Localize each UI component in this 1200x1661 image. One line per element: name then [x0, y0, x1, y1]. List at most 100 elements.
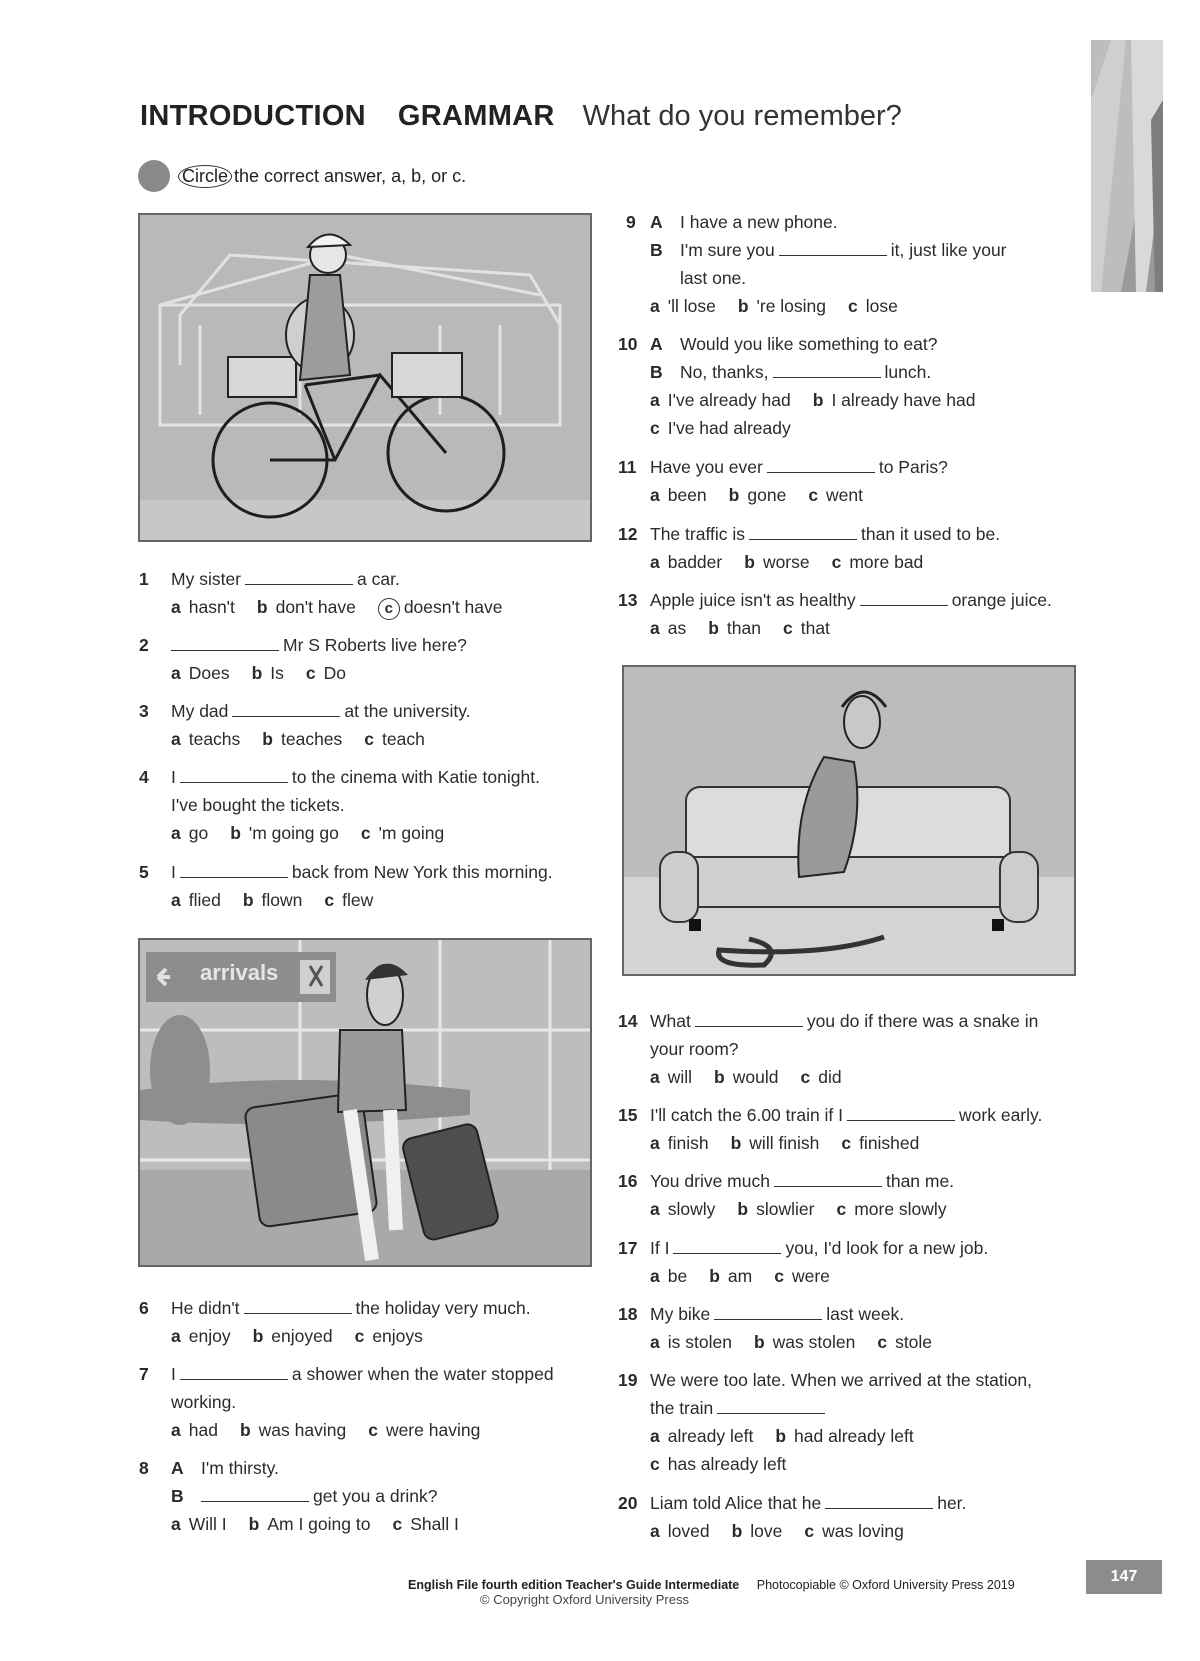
- option-a[interactable]: Will I: [188, 1514, 227, 1534]
- option-b[interactable]: was having: [258, 1420, 347, 1440]
- option-c[interactable]: teach: [382, 729, 425, 749]
- option-c[interactable]: lose: [865, 296, 898, 316]
- option-a[interactable]: slowly: [667, 1199, 716, 1219]
- option-a[interactable]: loved: [667, 1521, 710, 1541]
- option-c[interactable]: Do: [323, 663, 347, 683]
- answer-blank[interactable]: [179, 859, 288, 878]
- option-b[interactable]: slowlier: [756, 1199, 815, 1219]
- option-b[interactable]: love: [750, 1521, 783, 1541]
- answer-blank[interactable]: [749, 521, 857, 540]
- option-a[interactable]: teachs: [188, 729, 241, 749]
- answer-blank[interactable]: [243, 1295, 352, 1314]
- arrivals-sign-text: arrivals: [200, 960, 279, 985]
- instruction-text: the correct answer, a, b, or c.: [234, 165, 467, 186]
- option-c[interactable]: that: [800, 618, 830, 638]
- answer-blank[interactable]: [232, 698, 341, 717]
- option-c[interactable]: 'm going: [378, 823, 445, 843]
- option-c[interactable]: more slowly: [854, 1199, 947, 1219]
- option-a[interactable]: finish: [667, 1133, 709, 1153]
- option-c[interactable]: has already left: [667, 1454, 787, 1474]
- option-a[interactable]: had: [188, 1420, 218, 1440]
- option-a[interactable]: is stolen: [667, 1332, 732, 1352]
- answer-blank[interactable]: [778, 237, 887, 256]
- footer-book-title: English File fourth edition Teacher's Gu…: [408, 1578, 740, 1592]
- option-b[interactable]: would: [732, 1067, 779, 1087]
- option-c[interactable]: finished: [859, 1133, 920, 1153]
- option-c[interactable]: I've had already: [667, 418, 791, 438]
- option-b[interactable]: 're losing: [756, 296, 827, 316]
- option-c[interactable]: doesn't have: [403, 597, 503, 617]
- answer-blank[interactable]: [714, 1301, 823, 1320]
- option-b[interactable]: Is: [270, 663, 284, 683]
- option-a[interactable]: will: [667, 1067, 693, 1087]
- option-a[interactable]: go: [188, 823, 209, 843]
- airport-illustration: arrivals: [138, 938, 592, 1267]
- answer-blank[interactable]: [179, 1361, 288, 1380]
- option-c[interactable]: were having: [385, 1420, 481, 1440]
- option-c[interactable]: did: [818, 1067, 842, 1087]
- option-c[interactable]: were: [791, 1266, 830, 1286]
- option-c[interactable]: stole: [895, 1332, 933, 1352]
- option-b[interactable]: teaches: [281, 729, 343, 749]
- option-a[interactable]: enjoy: [188, 1326, 231, 1346]
- option-b[interactable]: I already have had: [831, 390, 976, 410]
- option-a[interactable]: I've already had: [667, 390, 791, 410]
- section-title: INTRODUCTION: [140, 100, 366, 132]
- answer-blank[interactable]: [847, 1102, 956, 1121]
- option-a[interactable]: hasn't: [188, 597, 235, 617]
- answer-blank[interactable]: [766, 454, 875, 473]
- answer-blank[interactable]: [179, 764, 288, 783]
- option-b[interactable]: am: [727, 1266, 753, 1286]
- answer-blank[interactable]: [171, 632, 279, 651]
- option-a[interactable]: Does: [188, 663, 230, 683]
- corner-tab-decoration: [1091, 40, 1163, 292]
- answer-blank[interactable]: [773, 1168, 882, 1187]
- option-c[interactable]: more bad: [849, 552, 924, 572]
- option-a[interactable]: as: [667, 618, 687, 638]
- option-b[interactable]: 'm going go: [248, 823, 339, 843]
- option-a[interactable]: flied: [188, 890, 221, 910]
- option-a[interactable]: 'll lose: [667, 296, 716, 316]
- option-b[interactable]: was stolen: [772, 1332, 856, 1352]
- option-b[interactable]: than: [726, 618, 761, 638]
- option-b[interactable]: had already left: [794, 1426, 914, 1446]
- option-c[interactable]: was loving: [822, 1521, 904, 1541]
- answer-blank[interactable]: [673, 1235, 782, 1254]
- answer-blank[interactable]: [859, 587, 948, 606]
- option-a[interactable]: badder: [667, 552, 723, 572]
- option-b[interactable]: don't have: [275, 597, 356, 617]
- answer-blank[interactable]: [245, 566, 353, 585]
- answer-blank[interactable]: [825, 1490, 934, 1509]
- answer-blank[interactable]: [694, 1008, 803, 1027]
- instruction: Circle the correct answer, a, b, or c.: [138, 160, 466, 192]
- answer-blank[interactable]: [717, 1395, 826, 1414]
- option-c[interactable]: Shall I: [410, 1514, 459, 1534]
- answer-blank[interactable]: [772, 359, 881, 378]
- option-a[interactable]: been: [667, 485, 707, 505]
- cyclist-illustration: [138, 213, 592, 542]
- option-b[interactable]: flown: [261, 890, 303, 910]
- option-b[interactable]: worse: [762, 552, 810, 572]
- option-b[interactable]: will finish: [749, 1133, 820, 1153]
- option-b[interactable]: gone: [747, 485, 787, 505]
- option-c[interactable]: flew: [342, 890, 374, 910]
- answer-blank[interactable]: [201, 1483, 309, 1502]
- option-c[interactable]: went: [826, 485, 864, 505]
- option-b[interactable]: Am I going to: [267, 1514, 371, 1534]
- option-b[interactable]: enjoyed: [271, 1326, 333, 1346]
- footer: English File fourth edition Teacher's Gu…: [408, 1578, 1015, 1592]
- option-c[interactable]: enjoys: [372, 1326, 423, 1346]
- option-a[interactable]: be: [667, 1266, 688, 1286]
- option-a[interactable]: already left: [667, 1426, 754, 1446]
